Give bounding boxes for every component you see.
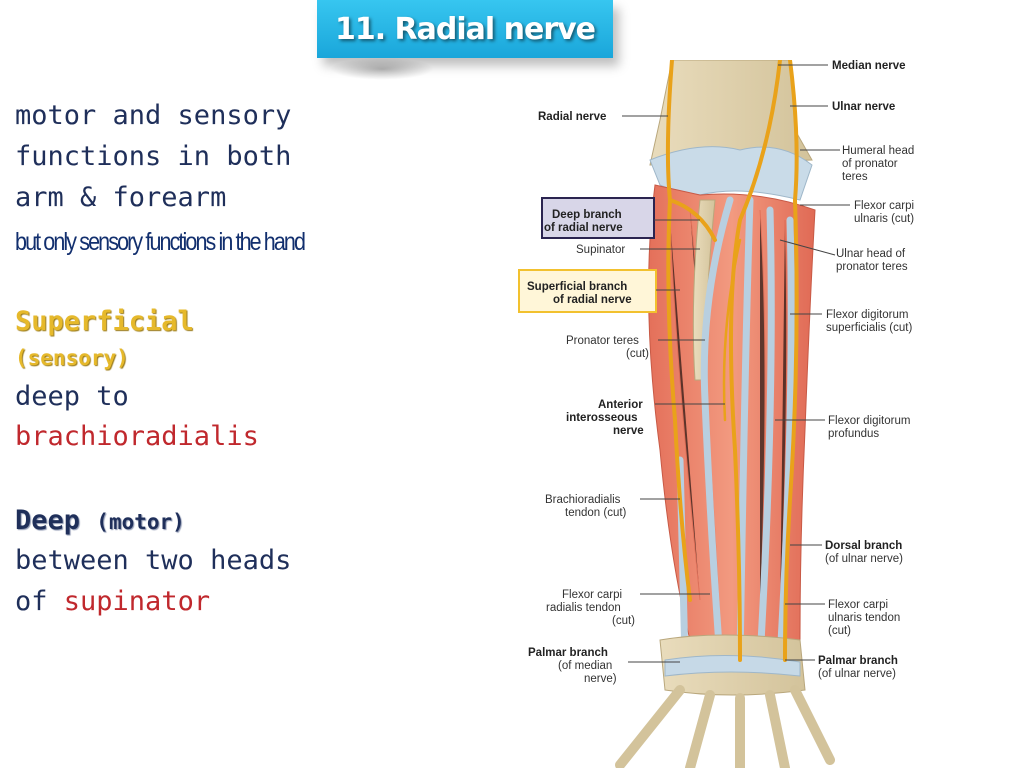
label-humeral-head-3: teres [842,171,868,183]
deep-word: Deep [15,505,81,536]
label-ulnar-nerve: Ulnar nerve [832,101,895,113]
flexor-retinaculum [664,654,801,677]
label-anterior-1: Anterior [598,399,643,411]
forearm-anatomy-figure: Median nerve Ulnar nerve Humeral head of… [518,60,914,768]
of-supinator-line: of supinator [15,586,210,617]
label-fcu-cut-2: ulnaris (cut) [854,213,914,225]
text-line-4: but only sensory functions in the hand [15,228,306,256]
label-fcr-3: (cut) [612,615,635,627]
text-line-3: arm & forearm [15,182,227,213]
label-humeral-head-1: Humeral head [842,145,914,157]
humerus-bone [649,60,813,166]
deep-heading: Deep (motor) [15,505,185,536]
supinator-text: supinator [63,586,211,617]
between-heads-text: between two heads [15,545,292,576]
label-palmar-median-3: nerve) [584,673,617,685]
brachioradialis-text: brachioradialis [15,421,259,452]
deep-branch-radial [668,198,717,242]
label-radial-nerve: Radial nerve [538,111,606,123]
label-fds-2: superficialis (cut) [826,322,912,334]
label-dorsal-branch-2: (of ulnar nerve) [825,553,903,565]
superficial-heading: Superficial [15,306,194,337]
label-anterior-3: nerve [613,425,644,437]
label-brachioradialis-2: tendon (cut) [565,507,627,519]
label-pronator-teres-1: Pronator teres [566,335,639,347]
label-deep-branch-2: of radial nerve [544,222,623,234]
anterior-interosseous [722,238,742,422]
text-line-2: functions in both [15,141,292,172]
text-line-1: motor and sensory [15,100,292,131]
label-humeral-head-2: of pronator [842,158,898,170]
label-fcu-cut-1: Flexor carpi [854,200,914,212]
label-ulnar-head-2: pronator teres [836,261,908,273]
nerves [665,60,799,662]
deep-motor: (motor) [96,510,185,534]
label-supinator: Supinator [576,244,625,256]
title-shadow [330,58,434,80]
hand-bones [615,685,835,768]
leader-lines [622,64,850,663]
superficial-branch-box [518,269,657,313]
deep-branch-box [541,197,655,239]
label-anterior-2: interosseous [566,412,638,424]
label-fdp-2: profundus [828,428,879,440]
label-ulnar-head-1: Ulnar head of [836,248,906,260]
label-median-nerve: Median nerve [832,60,906,72]
label-pronator-teres-2: (cut) [626,348,649,360]
label-palmar-ulnar-1: Palmar branch [818,655,898,667]
deep-to-text: deep to [15,381,129,412]
label-fcu-tendon-1: Flexor carpi [828,599,888,611]
label-brachioradialis-1: Brachioradialis [545,494,621,506]
label-fcr-1: Flexor carpi [562,589,622,601]
of-text: of [15,586,48,617]
title-banner: 11. Radial nerve [317,0,613,58]
label-fcr-2: radialis tendon [546,602,621,614]
radial-nerve [665,60,692,602]
label-fcu-tendon-3: (cut) [828,625,851,637]
label-dorsal-branch-1: Dorsal branch [825,540,902,552]
label-palmar-median-2: (of median [558,660,612,672]
median-nerve [729,60,782,662]
label-palmar-ulnar-2: (of ulnar nerve) [818,668,896,680]
superficial-sensory: (sensory) [15,346,129,370]
label-superficial-branch-2: of radial nerve [553,294,632,306]
figure-labels: Median nerve Ulnar nerve Humeral head of… [527,60,914,685]
label-superficial-branch-1: Superficial branch [527,281,627,293]
label-deep-branch-1: Deep branch [552,209,622,221]
ulnar-nerve [783,60,799,662]
page-title: 11. Radial nerve [334,11,596,47]
label-fds-1: Flexor digitorum [826,309,908,321]
label-palmar-median-1: Palmar branch [528,647,608,659]
label-fcu-tendon-2: ulnaris tendon [828,612,900,624]
label-fdp-1: Flexor digitorum [828,415,910,427]
